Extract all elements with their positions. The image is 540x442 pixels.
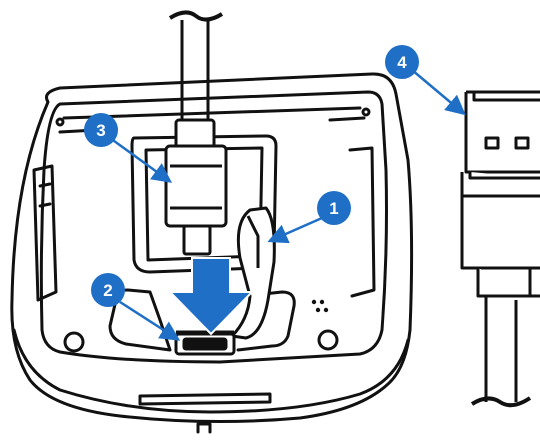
device-front-band <box>12 328 410 414</box>
micro-usb-cable <box>164 10 228 256</box>
left-foot <box>63 331 85 353</box>
callout-badge-2: 2 <box>91 273 125 307</box>
latch-clip <box>230 206 276 340</box>
usb-a-cable-break <box>470 396 532 408</box>
callout-label-1: 1 <box>329 199 338 218</box>
leader-4 <box>411 69 466 116</box>
micro-usb-plug <box>164 144 228 228</box>
device-outer-shell <box>10 72 414 424</box>
insert-direction-arrow <box>167 257 255 336</box>
port-housing-right <box>236 290 296 352</box>
micro-usb-port <box>174 330 236 356</box>
callout-badge-1: 1 <box>317 191 351 225</box>
left-side-recess <box>32 164 58 302</box>
bottom-notch <box>196 422 212 434</box>
leader-1 <box>267 216 323 244</box>
plug-metal-tip <box>182 224 212 256</box>
usb-a-metal-shell <box>464 90 540 174</box>
callout-leaders <box>109 69 466 341</box>
callout-badge-3: 3 <box>84 113 118 147</box>
usb-a-contact-left <box>484 136 500 150</box>
callout-label-3: 3 <box>96 121 105 140</box>
cable-wire <box>180 20 210 130</box>
usb-a-strain-relief <box>476 268 540 300</box>
callout-badge-4: 4 <box>385 45 419 79</box>
screw-hole-right <box>361 107 371 117</box>
cable-break <box>168 10 224 22</box>
indicator-dots <box>311 299 329 313</box>
usb-a-body <box>460 172 540 270</box>
usb-a-cable <box>484 300 518 402</box>
usb-a-connector <box>460 90 540 408</box>
usb-a-contact-right <box>514 136 530 150</box>
callout-label-4: 4 <box>397 53 407 72</box>
leader-2 <box>119 300 181 341</box>
callout-label-2: 2 <box>103 281 112 300</box>
right-foot <box>317 329 339 351</box>
screw-hole-left <box>55 117 65 127</box>
front-slot <box>138 392 272 406</box>
strain-relief <box>174 118 216 150</box>
right-side-recess <box>348 146 376 298</box>
leader-3 <box>109 136 173 183</box>
